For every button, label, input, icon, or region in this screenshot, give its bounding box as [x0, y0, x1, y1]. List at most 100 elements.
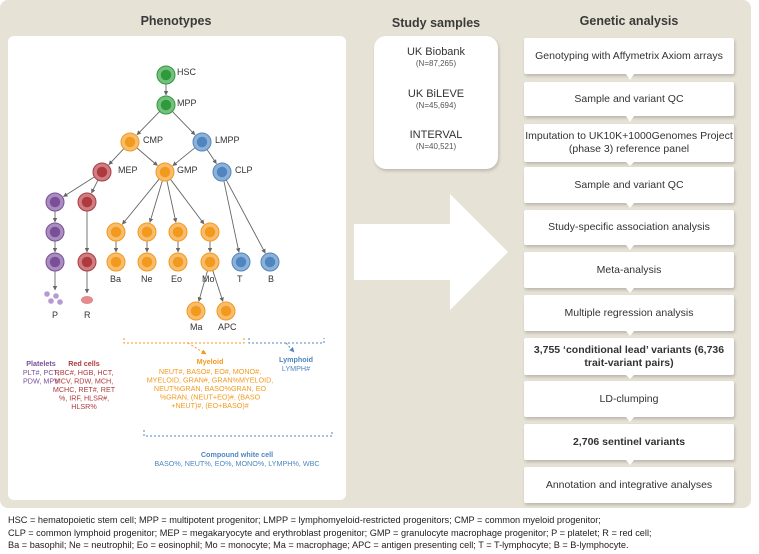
cell-mep-icon — [92, 162, 112, 182]
lineage-edge — [148, 180, 163, 223]
cell-ba-icon — [106, 252, 126, 272]
sample-name: INTERVAL — [409, 129, 463, 141]
myeloid-title: Myeloid — [197, 357, 224, 366]
lineage-edge — [212, 270, 224, 302]
compound-title: Compound white cell — [201, 450, 273, 459]
redcells-traits: RBC#, HGB, HCT,MCV, RDW, MCH,MCHC, RET#,… — [53, 368, 116, 411]
lineage-edge — [108, 148, 125, 166]
lymphoid-traits: LYMPH# — [282, 364, 310, 373]
ga-step-regression: Multiple regression analysis — [524, 295, 734, 331]
footer-line: CLP = common lymphoid progenitor; MEP = … — [8, 527, 652, 538]
footer-line: HSC = hematopoietic stem cell; MPP = mul… — [8, 515, 601, 525]
lineage-edge — [171, 111, 196, 136]
ga-step-association: Study-specific association analysis — [524, 210, 734, 245]
cell-mpp-icon — [156, 95, 176, 115]
lineage-edge — [121, 178, 160, 225]
cell-mo-icon — [200, 252, 220, 272]
cell-b-icon — [260, 252, 280, 272]
ga-connector-arrows — [626, 74, 634, 465]
cell-mep-2-icon — [45, 222, 65, 242]
samples-box: UK Biobank (N=87,265) UK BiLEVE (N=45,69… — [374, 36, 498, 169]
sample-count: (N=45,694) — [415, 101, 457, 110]
cell-gmp-ne-1-icon — [137, 222, 157, 242]
ga-step-meta: Meta-analysis — [524, 252, 734, 288]
samples-title: Study samples — [391, 16, 481, 30]
lineage-edge — [136, 111, 161, 136]
sample-count: (N=87,265) — [415, 59, 457, 68]
myeloid-traits: NEUT#, BASO#, EO#, MONO#,MYELOID, GRAN#,… — [147, 367, 274, 410]
t-label: T — [237, 274, 243, 284]
cell-ma-icon — [186, 301, 206, 321]
lineage-edge — [223, 180, 241, 253]
flow-arrow — [354, 194, 508, 310]
platelets-traits: PLT#, PCT,PDW, MPV — [23, 368, 59, 386]
lmpp-label: LMPP — [215, 135, 240, 145]
cell-red-2-icon — [77, 252, 97, 272]
cell-lmpp-icon — [192, 132, 212, 152]
ga-step-imputation: Imputation to UK10K+1000Genomes Project … — [524, 124, 734, 162]
cell-clp-icon — [212, 162, 232, 182]
gmp-label: GMP — [177, 165, 198, 175]
cell-apc-icon — [216, 301, 236, 321]
p-label: P — [52, 310, 58, 320]
sample-uk-biobank: UK Biobank (N=87,265) — [374, 46, 498, 68]
cell-t-icon — [231, 252, 251, 272]
cell-gmp-mo-1-icon — [200, 222, 220, 242]
lineage-edge — [91, 179, 99, 194]
cell-mep-3-icon — [45, 252, 65, 272]
ga-step-conditional-lead: 3,755 ‘conditional lead’ variants (6,736… — [524, 338, 734, 375]
ne-label: Ne — [141, 274, 153, 284]
cell-cmp-icon — [120, 132, 140, 152]
footer-line: Ba = basophil; Ne = neutrophil; Eo = eos… — [8, 540, 629, 550]
clp-label: CLP — [235, 165, 253, 175]
cell-gmp-ba-1-icon — [106, 222, 126, 242]
redcells-title: Red cells — [68, 359, 100, 368]
ga-step-annotation: Annotation and integrative analyses — [524, 467, 734, 503]
platelet-icon — [44, 291, 50, 297]
cell-gmp-eo-1-icon — [168, 222, 188, 242]
lineage-edge — [197, 270, 208, 302]
r-label: R — [84, 310, 91, 320]
lineage-edge — [225, 179, 266, 254]
ga-step-qc-2: Sample and variant QC — [524, 167, 734, 203]
lymphoid-arrow — [285, 342, 295, 353]
mep-label: MEP — [118, 165, 138, 175]
lineage-edge — [172, 147, 196, 167]
ba-label: Ba — [110, 274, 121, 284]
ga-step-sentinel: 2,706 sentinel variants — [524, 424, 734, 460]
cell-ne-icon — [137, 252, 157, 272]
ga-step-ld-clumping: LD-clumping — [524, 381, 734, 417]
hematopoiesis-tree: HSC MPP CMP LMPP MEP GMP CLP Ba Ne Eo Mo… — [23, 65, 333, 468]
lineage-edge — [206, 149, 217, 165]
platelet-icon — [48, 298, 54, 304]
sample-name: UK BiLEVE — [407, 88, 465, 100]
lineage-edge — [63, 176, 95, 197]
lineage-edge — [170, 178, 205, 225]
ma-label: Ma — [190, 322, 203, 332]
myeloid-arrow — [187, 342, 207, 355]
red-cell-icon — [81, 296, 93, 304]
phenotypes-title: Phenotypes — [140, 14, 212, 28]
lymphoid-title: Lymphoid — [279, 355, 313, 364]
cell-mep-1-icon — [45, 192, 65, 212]
hsc-label: HSC — [177, 67, 197, 77]
platelet-icon — [57, 299, 63, 305]
platelets-title: Platelets — [26, 359, 56, 368]
sample-interval: INTERVAL (N=40,521) — [374, 129, 498, 151]
abbreviations-footer: HSC = hematopoietic stem cell; MPP = mul… — [8, 514, 759, 552]
compound-traits: BASO%, NEUT%, EO%, MONO%, LYMPH%, WBC — [154, 459, 319, 468]
ga-step-genotyping: Genotyping with Affymetrix Axiom arrays — [524, 38, 734, 74]
apc-label: APC — [218, 322, 237, 332]
eo-label: Eo — [171, 274, 182, 284]
genetic-title: Genetic analysis — [579, 14, 679, 28]
cell-red-1-icon — [77, 192, 97, 212]
cmp-label: CMP — [143, 135, 163, 145]
sample-count: (N=40,521) — [415, 142, 457, 151]
cell-hsc-icon — [156, 65, 176, 85]
lineage-edge — [136, 147, 158, 166]
mpp-label: MPP — [177, 98, 197, 108]
ga-step-qc-1: Sample and variant QC — [524, 82, 734, 116]
sample-name: UK Biobank — [406, 46, 466, 58]
cell-eo-icon — [168, 252, 188, 272]
sample-uk-bileve: UK BiLEVE (N=45,694) — [374, 88, 498, 110]
